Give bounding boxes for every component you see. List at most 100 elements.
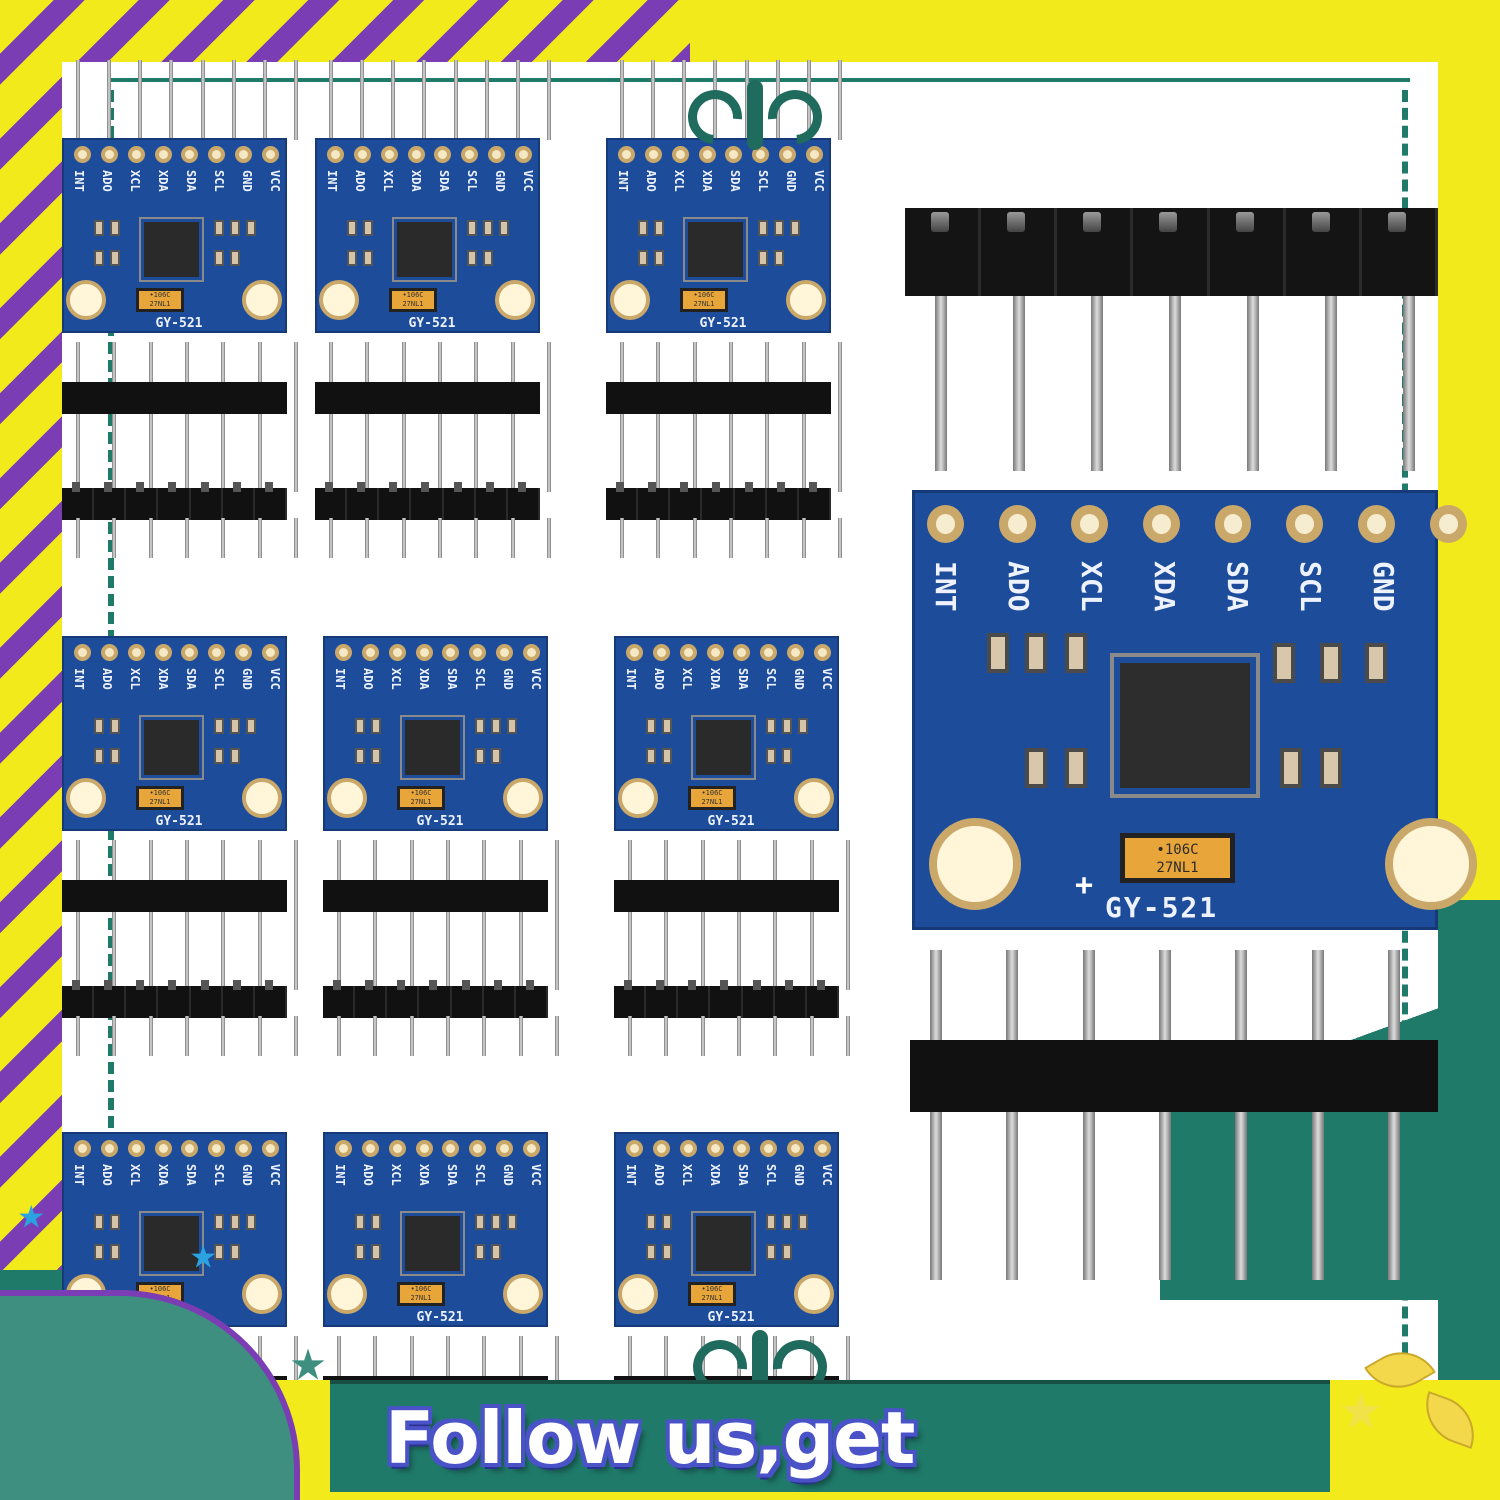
capacitor-marking-line-1: •106C (701, 789, 723, 797)
smd-component (230, 718, 240, 734)
pin (184, 840, 189, 990)
pin-label: VCC (268, 1164, 282, 1186)
pin-label: VCC (820, 1164, 834, 1186)
pin (765, 518, 770, 558)
pad (522, 644, 540, 661)
pin-label: GND (240, 668, 254, 690)
header-segment (766, 482, 799, 520)
pad (100, 146, 118, 163)
pin (1082, 950, 1095, 1280)
pad (434, 146, 452, 163)
mounting-hole (327, 1274, 367, 1314)
pin (736, 840, 741, 990)
header-segment (710, 980, 743, 1018)
pad (208, 644, 226, 661)
pad (1070, 505, 1108, 543)
big-capacitor: •106C 27NL1 (1120, 833, 1235, 883)
pad (496, 1140, 514, 1157)
smd-component (782, 1214, 792, 1230)
pad (407, 146, 425, 163)
capacitor-marking-line-2: 27NL1 (149, 300, 171, 308)
pin-label: ADO (100, 170, 114, 192)
pin-label: XDA (417, 1164, 431, 1186)
pin-header-bar (62, 382, 287, 414)
smd-component (214, 1214, 224, 1230)
pad (415, 644, 433, 661)
capacitor-marking-line-1: •106C (693, 291, 715, 299)
smd-component (1280, 748, 1302, 788)
big-pins-top (935, 296, 1415, 471)
pin (293, 1016, 298, 1056)
pad (1142, 505, 1180, 543)
model-label: GY-521 (699, 316, 747, 331)
pin-label: VCC (529, 1164, 543, 1186)
header-segment (387, 980, 420, 1018)
pin (700, 840, 705, 990)
pad-row (335, 1140, 540, 1157)
header-segment (981, 208, 1058, 296)
header-segment (678, 980, 711, 1018)
pin (845, 840, 850, 990)
pin-label: INT (333, 668, 347, 690)
pin (664, 840, 669, 990)
coupon-banner-text[interactable]: Follow us,get coupon!! (385, 1396, 915, 1480)
pin (409, 840, 414, 990)
pad (652, 1140, 670, 1157)
header-segment (774, 980, 807, 1018)
pin-label: SDA (736, 1164, 750, 1186)
smd-component (646, 718, 656, 734)
capacitor-marking-line-1: •106C (410, 789, 432, 797)
pin (112, 518, 117, 558)
coupon-banner[interactable] (330, 1380, 1330, 1492)
pin-label: SCL (756, 170, 770, 192)
pad (327, 146, 344, 163)
smd-component (774, 250, 784, 266)
pin-header-angled (606, 482, 831, 520)
header-segment (742, 980, 775, 1018)
smd-component (110, 718, 120, 734)
pad (442, 644, 460, 661)
smd-component (758, 220, 768, 236)
smd-component (467, 220, 477, 236)
pin-label: XCL (389, 668, 403, 690)
pin (518, 1016, 523, 1056)
pad-row (74, 146, 279, 163)
header-segment (606, 482, 639, 520)
smd-component (94, 250, 104, 266)
smd-component (230, 1214, 240, 1230)
big-pin-header-bar (910, 1040, 1438, 1112)
pad (522, 1140, 540, 1157)
pin-label: SCL (212, 170, 226, 192)
pin (422, 60, 427, 140)
pin-label: SDA (184, 1164, 198, 1186)
pin-label: VCC (529, 668, 543, 690)
pin-header-angled (62, 980, 287, 1018)
smd-component (1365, 643, 1387, 683)
pin-label: VCC (268, 668, 282, 690)
header-segment (94, 980, 127, 1018)
header-segment (798, 482, 831, 520)
pad (154, 146, 172, 163)
frame-line-top (110, 78, 1410, 82)
capacitor-marking-line-1: •106C (149, 789, 171, 797)
header-segment (222, 980, 255, 1018)
pad (706, 1140, 724, 1157)
pin-label: INT (72, 170, 86, 192)
pin (837, 60, 842, 140)
pin (138, 60, 143, 140)
pin (736, 1016, 741, 1056)
pad (787, 1140, 805, 1157)
pad (1430, 505, 1467, 543)
pin (620, 518, 624, 558)
pin-label: XCL (128, 668, 142, 690)
capacitor-marking-line-2: 27NL1 (410, 798, 432, 806)
big-pad-row (927, 505, 1467, 543)
pin-header-bar (323, 880, 548, 912)
pin (221, 840, 226, 990)
pad (74, 644, 91, 661)
